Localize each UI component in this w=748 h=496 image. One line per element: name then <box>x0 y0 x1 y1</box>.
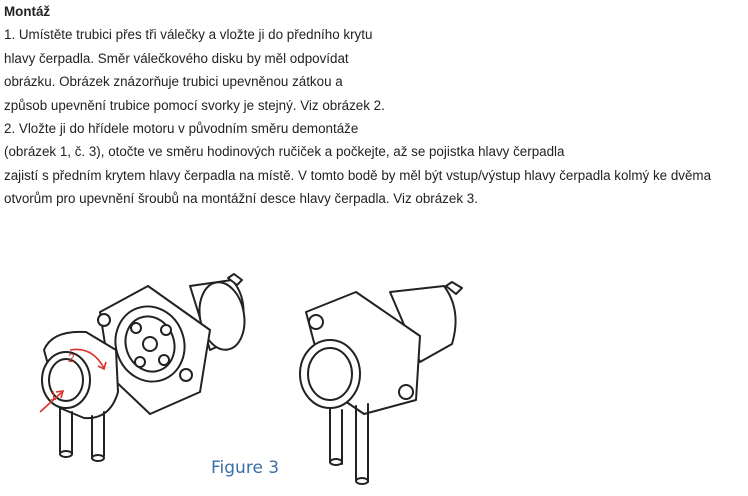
paragraph-line: obrázku. Obrázek znázorňuje trubici upev… <box>4 74 343 90</box>
paragraph-line: 2. Vložte ji do hřídele motoru v původní… <box>4 121 359 137</box>
step-label-1: 1 <box>50 389 57 403</box>
paragraph-line: (obrázek 1, č. 3), otočte ve směru hodin… <box>4 144 565 160</box>
section-heading: Montáž <box>4 4 51 19</box>
insert-arrowhead-icon <box>55 390 65 399</box>
insert-arrow-icon <box>39 391 63 413</box>
left-pump-plate <box>97 285 211 415</box>
pump-assembly-illustration: 1 2 <box>39 273 463 485</box>
right-pump-assembled <box>299 281 463 485</box>
rotate-arrowhead-icon <box>97 361 107 371</box>
left-pump-front-cover <box>41 330 119 462</box>
step-label-2: 2 <box>68 351 75 365</box>
paragraph-line: způsob upevnění trubice pomocí svorky je… <box>4 97 385 113</box>
paragraph-line: hlavy čerpadla. Směr válečkového disku b… <box>4 50 349 66</box>
left-pump-motor <box>189 273 246 351</box>
paragraph-line: 1. Umístěte trubici přes tři válečky a v… <box>4 27 373 43</box>
paragraph-line: zajistí s předním krytem hlavy čerpadla … <box>4 167 712 183</box>
rotation-arrows <box>39 348 107 413</box>
instructions-text: Montáž 1. Umístěte trubici přes tři vále… <box>4 0 744 211</box>
figure-caption: Figure 3 <box>211 458 280 478</box>
rotate-arrow-icon <box>69 348 105 369</box>
paragraph-line: otvorům pro upevnění šroubů na montážní … <box>4 191 478 207</box>
